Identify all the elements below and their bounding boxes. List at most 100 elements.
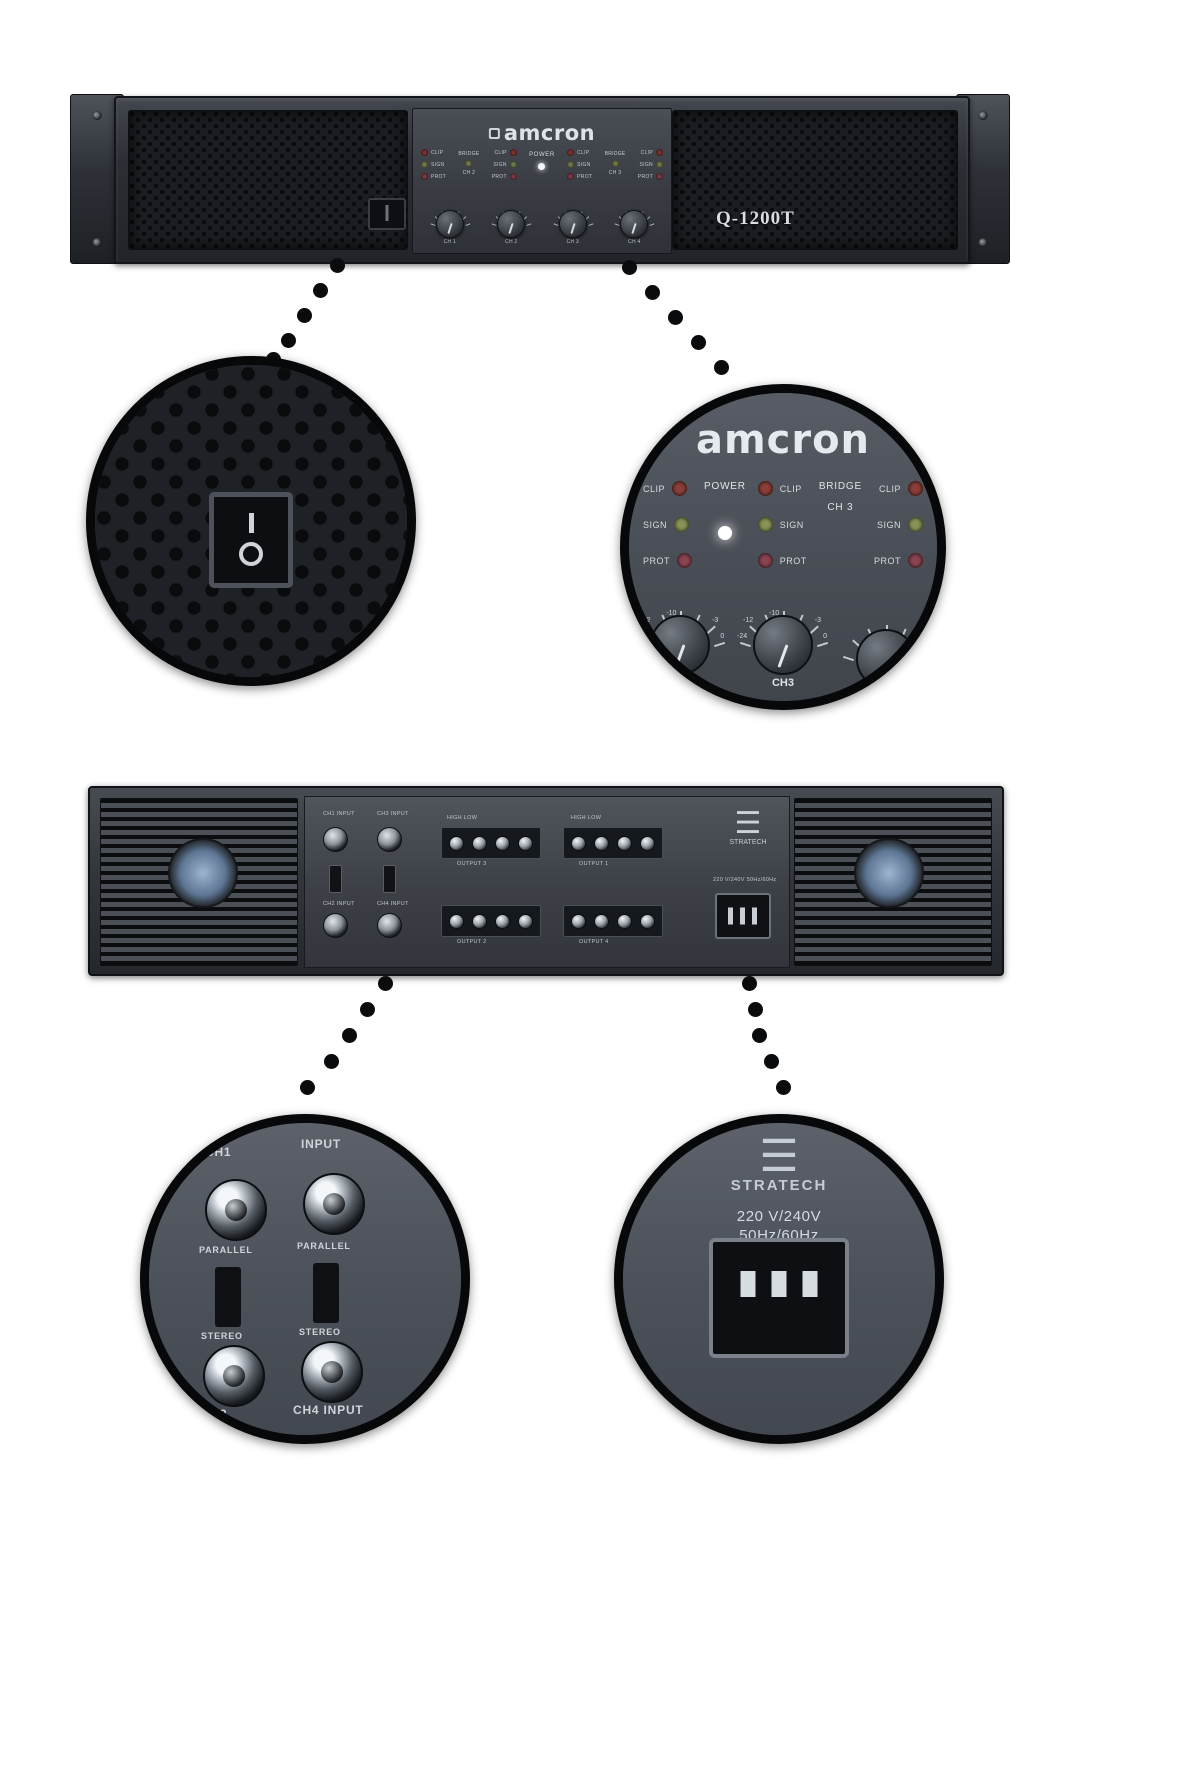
front-grille-left [128,110,408,250]
binding-post[interactable] [472,913,487,929]
knob-label: CH 4 [628,239,641,245]
knob-cap[interactable] [497,210,526,238]
scale-tick-label: -12 [742,617,754,624]
clip-led-icon [421,149,428,156]
brand-mark-icon [488,127,500,139]
led-row-sign: SIGN [638,161,663,168]
leader-dot [748,1002,763,1017]
ch3-input-jack-zoom[interactable] [303,1173,365,1235]
knob-cap[interactable] [650,615,711,675]
ch2-input-jack[interactable] [323,913,348,938]
leader-dot [742,976,757,991]
led-row-sign: SIGN [874,517,923,532]
magnifier-power-switch [86,356,416,686]
power-rocker-switch[interactable] [368,198,406,230]
led-column-right-zoom: CLIP SIGN PROT [874,481,923,568]
ch3-input-jack[interactable] [377,827,402,852]
ac-power-inlet-zoom[interactable] [709,1237,849,1358]
gain-knob-sub-zoom[interactable]: -24 -12 -10 -3 0 SUB [634,610,726,689]
gain-knob-ch4[interactable]: CH 4 [608,210,660,245]
led-label: CLIP [640,149,653,156]
led-indicator-grid: CLIP SIGN PROT BRIDGE [421,149,663,197]
binding-post[interactable] [495,913,510,929]
output-terminal-2[interactable] [441,905,541,937]
stereo-mode-switch-left-zoom[interactable] [215,1267,241,1327]
gain-knob-extra-zoom[interactable] [842,625,931,689]
bridge-group-zoom: BRIDGE CH 3 [819,481,862,568]
stereo-mode-switch-right[interactable] [383,865,396,893]
led-column-bridge-right: BRIDGE CH 3 [605,149,626,176]
protect-led-icon [421,173,428,180]
power-indicator-group: POWER [529,149,555,170]
gain-knob-ch2[interactable]: CH 2 [485,210,537,245]
binding-post[interactable] [571,913,586,929]
ch4-input-jack-zoom[interactable] [301,1341,363,1403]
led-label: SIGN [779,519,804,530]
binding-post[interactable] [594,835,609,851]
binding-post[interactable] [518,835,533,851]
led-column-ch4: CLIP SIGN PROT [638,149,663,180]
led-column-mid-zoom: CLIP SIGN PROT [757,481,807,568]
leader-dot [313,283,328,298]
control-panel-zoom: amcron CLIP SIGN PROT [629,393,937,701]
signal-led-icon [655,161,663,168]
led-label: CLIP [494,149,507,156]
led-row-prot: PROT [643,553,693,568]
knob-cap[interactable] [855,629,916,689]
binding-post[interactable] [449,835,464,851]
led-row-clip: CLIP [638,149,663,156]
gain-knob-ch3-zoom[interactable]: -24 -12 -10 -3 0 CH3 [737,610,829,689]
binding-post[interactable] [449,913,464,929]
input-label-zoom: INPUT [301,1137,341,1151]
ch3-label: CH 3 [827,502,854,513]
output-terminal-4[interactable] [563,905,663,937]
stereo-mode-switch-right-zoom[interactable] [313,1263,339,1323]
knob-cap[interactable] [435,210,464,238]
stereo-mode-switch-left[interactable] [329,865,342,893]
bridge-led-icon [611,160,619,167]
ch2-input-jack-zoom[interactable] [203,1345,265,1407]
knob-cap[interactable] [752,615,813,675]
leader-dot [622,260,637,275]
led-row-prot: PROT [757,553,807,568]
stratech-logo: ☰ STRATECH [721,809,775,863]
ch1-label-zoom: CH1 [205,1145,232,1159]
binding-post[interactable] [472,835,487,851]
gain-knob-ch1[interactable]: CH 1 [424,210,476,245]
binding-post[interactable] [617,835,632,851]
ac-inlet-panel-zoom: ☰ STRATECH 220 V/240V 50Hz/60Hz [623,1123,935,1435]
output-terminal-3[interactable] [441,827,541,859]
stratech-glyph-icon: ☰ [734,806,762,841]
led-row-sign: SIGN [492,161,517,168]
binding-post[interactable] [571,835,586,851]
ac-power-inlet[interactable] [715,893,771,939]
gain-knob-ch3[interactable]: CH 3 [547,210,599,245]
knob-label: SUB [668,677,692,689]
ch1-input-label: CH1 INPUT [323,811,355,817]
led-row-prot: PROT [874,553,923,568]
binding-post[interactable] [594,913,609,929]
power-label: POWER [704,481,746,492]
binding-post[interactable] [518,913,533,929]
input-panel-zoom: CH1 INPUT PARALLEL PARALLEL STEREO STERE… [149,1123,461,1435]
led-label: SIGN [431,161,445,168]
clip-led-icon [655,149,663,156]
ch4-input-jack[interactable] [377,913,402,938]
binding-post[interactable] [495,835,510,851]
ch1-input-jack[interactable] [323,827,348,852]
binding-post[interactable] [617,913,632,929]
led-label: SIGN [577,161,591,168]
output-terminal-1[interactable] [563,827,663,859]
led-row-clip: CLIP [757,481,807,496]
ch1-input-jack-zoom[interactable] [205,1179,267,1241]
power-rocker-switch-zoom[interactable] [209,491,293,588]
knob-cap[interactable] [620,210,649,238]
binding-post[interactable] [640,913,655,929]
protect-led-icon [509,173,517,180]
scale-tick-label: -3 [814,617,821,624]
magnifier-ac-inlet: ☰ STRATECH 220 V/240V 50Hz/60Hz [614,1114,944,1444]
knob-cap[interactable] [558,210,587,238]
binding-post[interactable] [640,835,655,851]
led-row-clip: CLIP [567,149,592,156]
